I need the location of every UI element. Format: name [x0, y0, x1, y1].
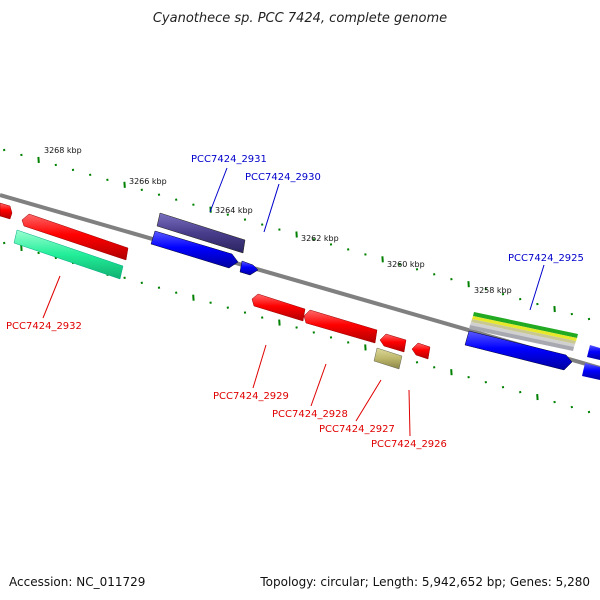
- gene-red-partial-left[interactable]: [0, 202, 13, 220]
- kbp-label-3258: 3258 kbp: [474, 286, 512, 295]
- callout-line-2925: [529, 264, 545, 311]
- gene-blue-long[interactable]: [150, 230, 239, 269]
- gene-pcc7424-2927[interactable]: [373, 347, 403, 370]
- kbp-label-3268: 3268 kbp: [44, 146, 82, 155]
- gene-pcc7424-2929[interactable]: [251, 293, 306, 322]
- callout-line-2931: [209, 167, 228, 213]
- kbp-label-3266: 3266 kbp: [129, 177, 167, 186]
- gene-pcc7424-2928[interactable]: [303, 309, 378, 344]
- gene-red-long-left[interactable]: [21, 213, 129, 261]
- label-pcc7424-2930[interactable]: PCC7424_2930: [245, 172, 321, 183]
- label-pcc7424-2927[interactable]: PCC7424_2927: [319, 424, 395, 435]
- callout-lines: [42, 167, 545, 437]
- genes-forward: [0, 202, 600, 380]
- topology-text: Topology: circular; Length: 5,942,652 bp…: [259, 575, 590, 589]
- callout-line-2929: [252, 344, 267, 389]
- kbp-label-3262: 3262 kbp: [301, 234, 339, 243]
- label-pcc7424-2932[interactable]: PCC7424_2932: [6, 321, 82, 332]
- label-pcc7424-2931[interactable]: PCC7424_2931: [191, 154, 267, 165]
- label-pcc7424-2926[interactable]: PCC7424_2926: [371, 439, 447, 450]
- kbp-labels: 3268 kbp 3266 kbp 3264 kbp 3262 kbp 3260…: [44, 146, 512, 295]
- label-pcc7424-2929[interactable]: PCC7424_2929: [213, 391, 289, 402]
- gene-pcc7424-2931[interactable]: [156, 212, 246, 254]
- genes-reverse: [251, 293, 431, 370]
- gene-labels: PCC7424_2931 PCC7424_2930 PCC7424_2925 P…: [6, 154, 584, 450]
- gene-red-small-a[interactable]: [379, 333, 407, 353]
- map-title: Cyanothece sp. PCC 7424, complete genome: [153, 11, 447, 26]
- label-pcc7424-2928[interactable]: PCC7424_2928: [272, 409, 348, 420]
- gene-blue-partial-right-1[interactable]: [587, 345, 600, 360]
- kbp-label-3264: 3264 kbp: [215, 206, 253, 215]
- gene-pcc7424-2932[interactable]: [13, 229, 124, 280]
- callout-line-2926: [408, 389, 411, 437]
- label-pcc7424-2925[interactable]: PCC7424_2925: [508, 253, 584, 264]
- accession-text: Accession: NC_011729: [9, 575, 145, 589]
- gene-pcc7424-2930[interactable]: [239, 260, 259, 276]
- callout-line-2927: [355, 379, 382, 422]
- callout-line-2928: [310, 363, 327, 407]
- gene-blue-right[interactable]: [464, 330, 573, 371]
- gene-blue-partial-right-2[interactable]: [582, 363, 600, 380]
- kbp-label-3260: 3260 kbp: [387, 260, 425, 269]
- callout-line-2930: [263, 183, 280, 233]
- callout-line-2932: [42, 275, 61, 319]
- gene-pcc7424-2925[interactable]: [469, 312, 578, 351]
- gene-red-small-b[interactable]: [411, 342, 431, 360]
